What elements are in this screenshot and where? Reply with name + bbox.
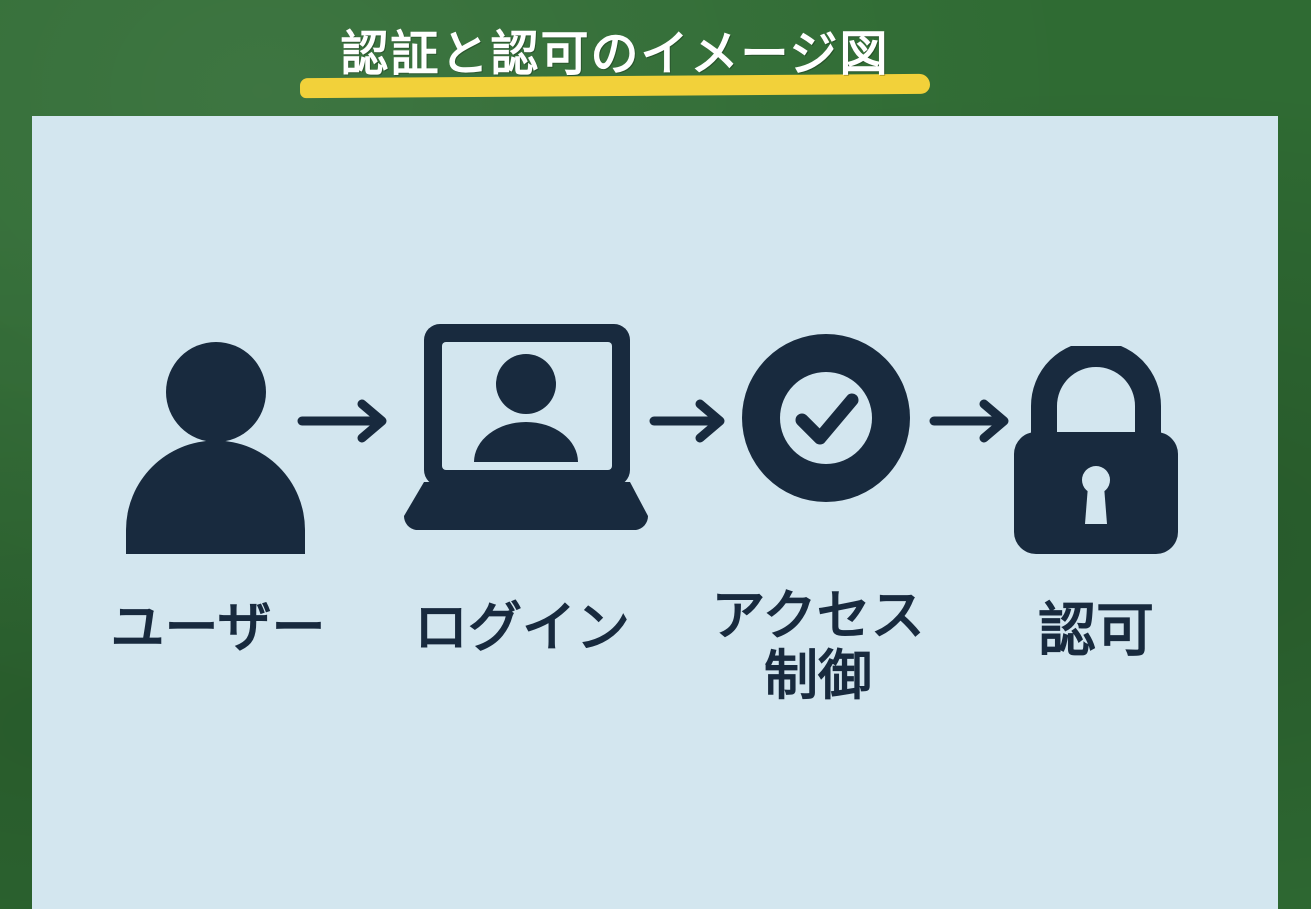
step-label-authorization: 認可 [1037,596,1154,664]
user-icon [126,342,305,554]
arrow-right-icon [649,399,725,443]
laptop-login-icon [403,324,649,530]
step-label-access-control-line1: アクセス [711,584,925,647]
arrow-right-icon [297,399,387,443]
check-circle-icon [742,334,910,502]
lock-icon [1014,346,1178,554]
step-label-login: ログイン [414,596,630,659]
title-block: 認証と認可のイメージ図 [299,10,931,99]
page-title: 認証と認可のイメージ図 [340,26,890,82]
step-label-user: ユーザー [110,596,326,659]
step-label-access-control-line2: 制御 [764,644,872,707]
arrow-right-icon [929,399,1009,443]
